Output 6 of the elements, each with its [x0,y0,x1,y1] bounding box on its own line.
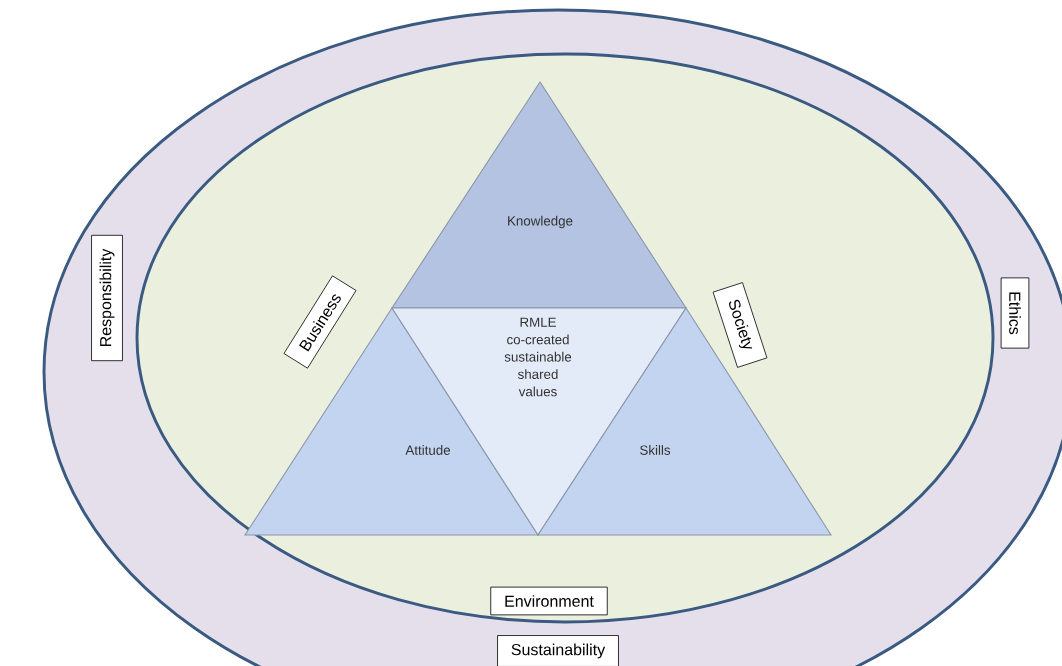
label-box: Environment [490,586,608,616]
label-box: Society [712,282,768,368]
label-box: Responsibility [91,234,123,362]
label-box: Ethics [1000,277,1030,349]
triangle: Knowledge [391,81,687,309]
label-box: Sustainability [497,635,619,666]
